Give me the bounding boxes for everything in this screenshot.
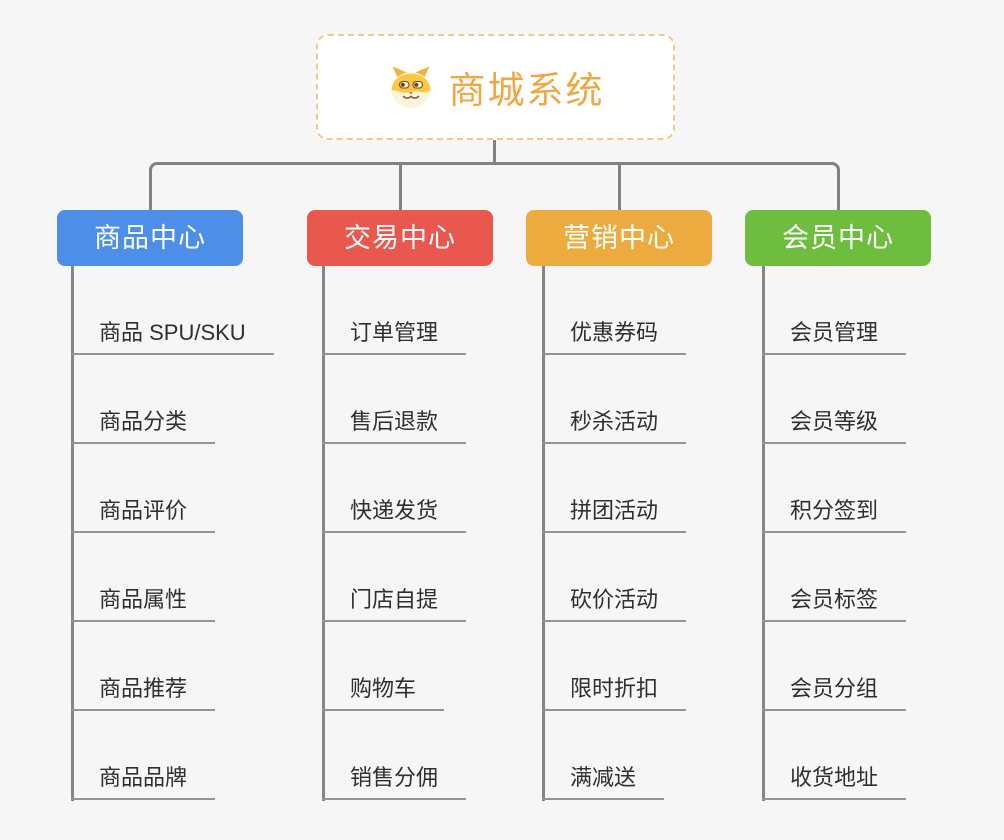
leaf-node[interactable]: 商品评价	[71, 491, 216, 533]
dog-face-icon	[387, 65, 435, 109]
leaf-node[interactable]: 购物车	[322, 669, 445, 711]
leaf-node[interactable]: 优惠券码	[542, 313, 687, 355]
root-node-mall-system[interactable]: 商城系统	[316, 34, 675, 140]
leaf-node[interactable]: 会员等级	[762, 402, 907, 444]
leaf-node[interactable]: 满减送	[542, 758, 665, 800]
leaf-node[interactable]: 商品品牌	[71, 758, 216, 800]
category-node-trade-center[interactable]: 交易中心	[307, 210, 493, 266]
drop-line-marketing	[618, 164, 621, 210]
leaf-node[interactable]: 砍价活动	[542, 580, 687, 622]
leaf-node[interactable]: 会员管理	[762, 313, 907, 355]
leaf-node[interactable]: 销售分佣	[322, 758, 467, 800]
trunk-line	[322, 266, 325, 801]
leaf-node[interactable]: 售后退款	[322, 402, 467, 444]
leaf-node[interactable]: 订单管理	[322, 313, 467, 355]
trunk-line	[71, 266, 74, 801]
leaf-node[interactable]: 快递发货	[322, 491, 467, 533]
leaf-node[interactable]: 积分签到	[762, 491, 907, 533]
leaf-node[interactable]: 门店自提	[322, 580, 467, 622]
leaf-node[interactable]: 商品推荐	[71, 669, 216, 711]
leaf-node[interactable]: 商品属性	[71, 580, 216, 622]
root-stem-line	[493, 140, 496, 163]
category-node-member-center[interactable]: 会员中心	[745, 210, 931, 266]
leaf-node[interactable]: 拼团活动	[542, 491, 687, 533]
root-title: 商城系统	[448, 70, 605, 111]
leaf-node[interactable]: 会员分组	[762, 669, 907, 711]
leaf-node[interactable]: 会员标签	[762, 580, 907, 622]
leaf-node[interactable]: 限时折扣	[542, 669, 687, 711]
category-node-product-center[interactable]: 商品中心	[57, 210, 243, 266]
leaf-node[interactable]: 收货地址	[762, 758, 907, 800]
leaf-node[interactable]: 商品 SPU/SKU	[71, 313, 274, 355]
category-node-marketing-center[interactable]: 营销中心	[526, 210, 712, 266]
branch-bus-line	[149, 162, 840, 210]
drop-line-trade	[399, 164, 402, 210]
trunk-line	[762, 266, 765, 801]
trunk-line	[542, 266, 545, 801]
leaf-node[interactable]: 秒杀活动	[542, 402, 687, 444]
leaf-node[interactable]: 商品分类	[71, 402, 216, 444]
